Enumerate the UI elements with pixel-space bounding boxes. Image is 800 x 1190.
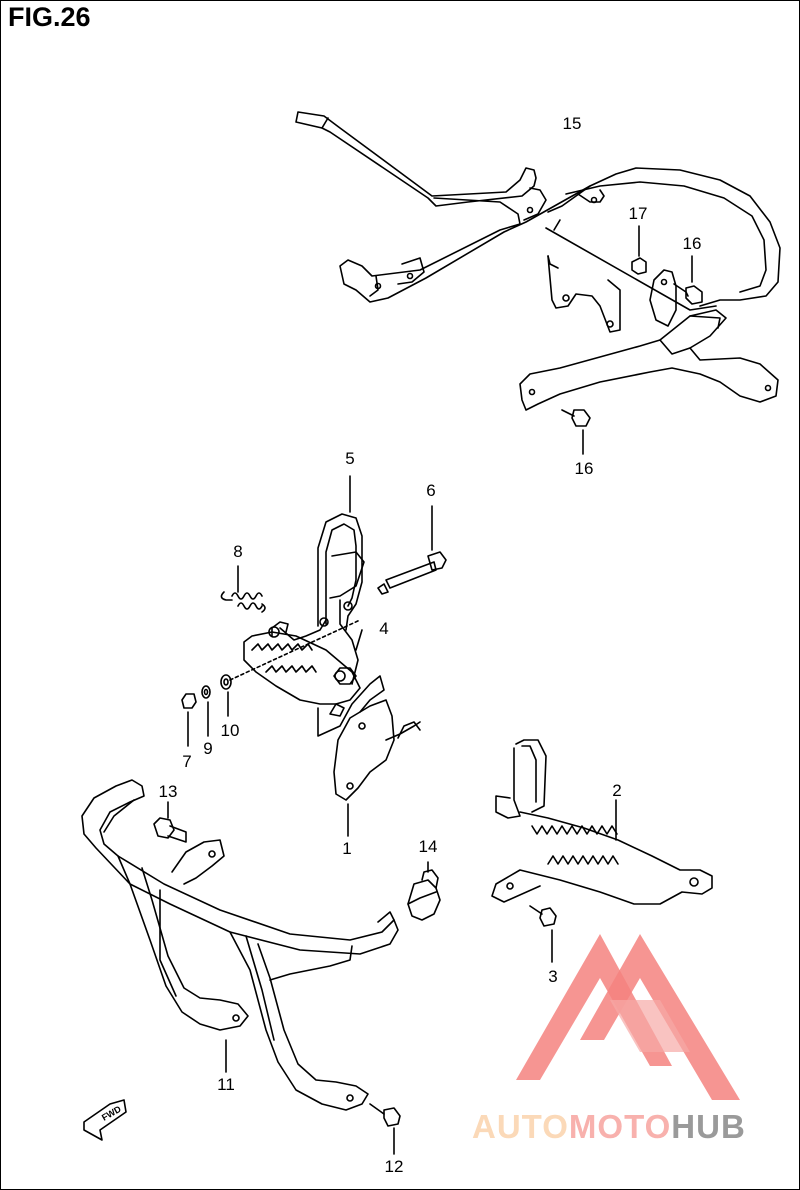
- callout-6: 6: [426, 481, 436, 500]
- callout-12: 12: [384, 1157, 404, 1176]
- watermark-text: AUTOMOTOHUB: [472, 1108, 746, 1146]
- part-12-bolt: [369, 1103, 401, 1155]
- watermark-logo-icon: [516, 934, 740, 1100]
- callout-9: 9: [203, 739, 213, 758]
- part-11-guard: [81, 779, 399, 1111]
- watermark-part-moto: MOTO: [568, 1108, 672, 1145]
- part-8-spring: [220, 565, 266, 613]
- part-5-footrest-bracket: [279, 475, 365, 685]
- part-14-bush: [407, 861, 441, 921]
- callout-8: 8: [233, 542, 243, 561]
- figure-title: FIG.26: [8, 2, 91, 32]
- callout-14: 14: [418, 837, 438, 856]
- part-3-bolt: [529, 905, 557, 963]
- callout-2: 2: [612, 781, 622, 800]
- part-17-nut: [631, 225, 647, 275]
- part-6-pin: [377, 505, 447, 595]
- callout-15: 15: [562, 114, 582, 133]
- callout-10: 10: [220, 721, 240, 740]
- callout-16-upper: 16: [682, 234, 702, 253]
- callout-3: 3: [548, 967, 558, 986]
- callout-13: 13: [158, 782, 178, 801]
- part-7-nut: [181, 693, 197, 747]
- callout-11: 11: [217, 1075, 235, 1094]
- callout-4: 4: [379, 619, 389, 638]
- callout-5: 5: [345, 449, 355, 468]
- callout-7: 7: [182, 752, 192, 771]
- part-10-washer: [220, 674, 232, 717]
- part-16-bolt-lower: [561, 409, 591, 455]
- watermark-part-auto: AUTO: [472, 1108, 569, 1145]
- part-1-mount-plate: [317, 667, 421, 837]
- callout-16-lower: 16: [574, 459, 594, 478]
- part-15-rear-carrier: [295, 111, 781, 411]
- part-9-lockwasher: [201, 685, 211, 737]
- watermark-part-hub: HUB: [671, 1108, 746, 1145]
- part-16-bolt-upper: [673, 255, 703, 305]
- callout-1: 1: [342, 839, 352, 858]
- part-2-footrest-right: [491, 739, 713, 905]
- callout-17: 17: [628, 204, 648, 223]
- part-13-bolt: [153, 801, 187, 843]
- fwd-arrow-icon: [83, 1099, 127, 1141]
- part-4-footpeg: [229, 619, 363, 705]
